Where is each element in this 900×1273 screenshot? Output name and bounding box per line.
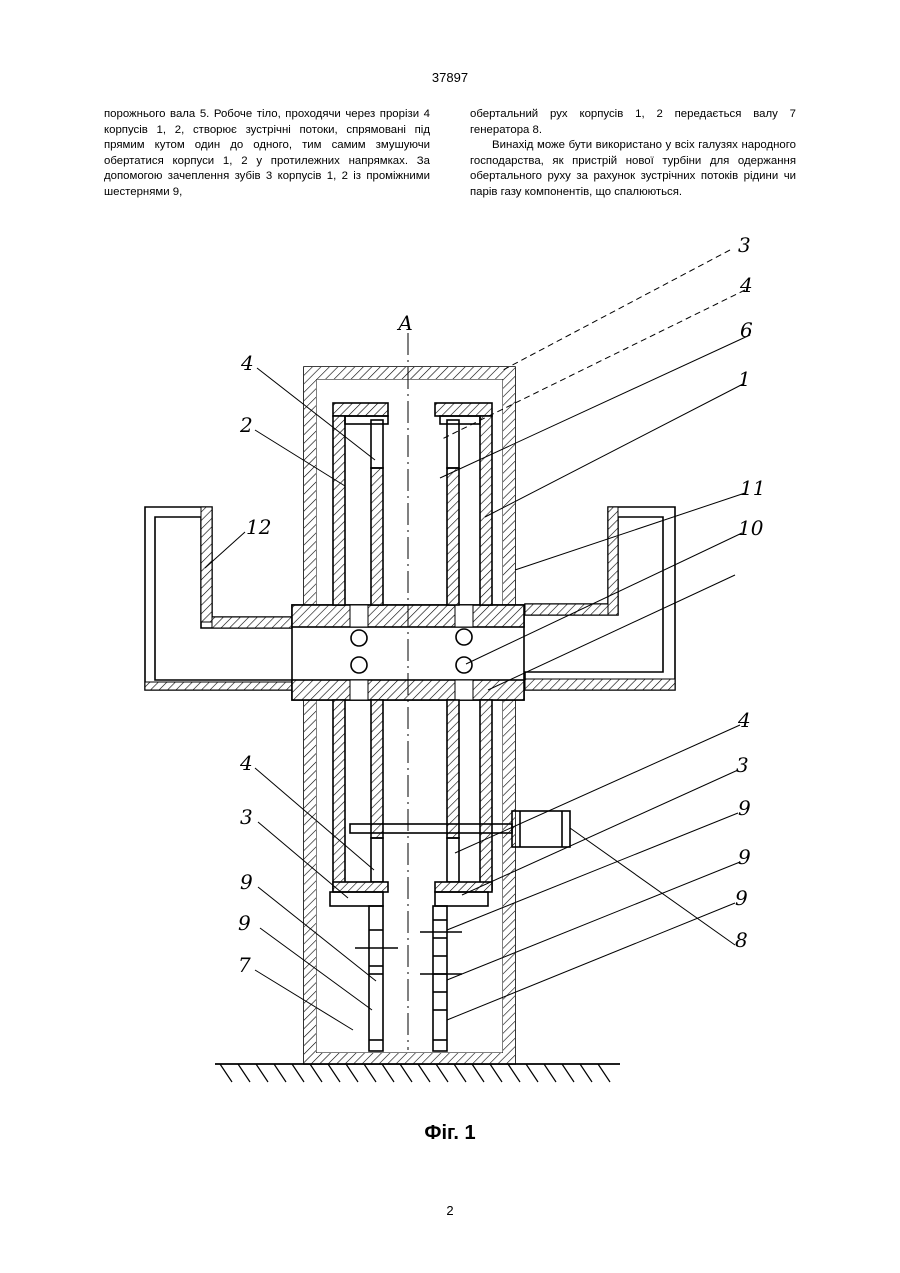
axis-label: А [396, 311, 413, 335]
paragraph: порожнього вала 5. Робоче тіло, проходяч… [104, 107, 430, 201]
label-9: 9 [240, 870, 253, 894]
label-4: 4 [239, 751, 253, 775]
label-8: 8 [735, 928, 748, 952]
label-9: 9 [238, 911, 251, 935]
label-4: 4 [737, 708, 751, 732]
label-12: 12 [246, 515, 271, 539]
left-casing [145, 507, 295, 690]
label-9: 9 [738, 796, 751, 820]
turbine-drawing: А 4 2 12 3 4 6 1 11 10 4 3 9 9 9 8 4 3 9… [0, 225, 900, 1115]
label-3: 3 [736, 753, 749, 777]
figure-caption: Фіг. 1 [0, 1122, 900, 1145]
label-4: 4 [739, 273, 753, 297]
text-column-right: обертальний рух корпусів 1, 2 передаєтьс… [470, 107, 796, 201]
label-10: 10 [738, 516, 764, 540]
label-4: 4 [240, 351, 254, 375]
paragraph: обертальний рух корпусів 1, 2 передаєтьс… [470, 107, 796, 138]
text-column-left: порожнього вала 5. Робоче тіло, проходяч… [104, 107, 430, 201]
label-7: 7 [238, 953, 251, 977]
label-2: 2 [239, 413, 253, 437]
label-9: 9 [738, 845, 751, 869]
label-3: 3 [240, 805, 253, 829]
document-number: 37897 [0, 70, 900, 85]
page-number: 2 [0, 1203, 900, 1218]
label-1: 1 [738, 367, 751, 391]
label-6: 6 [740, 318, 753, 342]
label-11: 11 [740, 476, 765, 500]
label-3: 3 [738, 233, 751, 257]
paragraph: Винахід може бути використано у всіх гал… [470, 138, 796, 200]
label-9: 9 [735, 886, 748, 910]
